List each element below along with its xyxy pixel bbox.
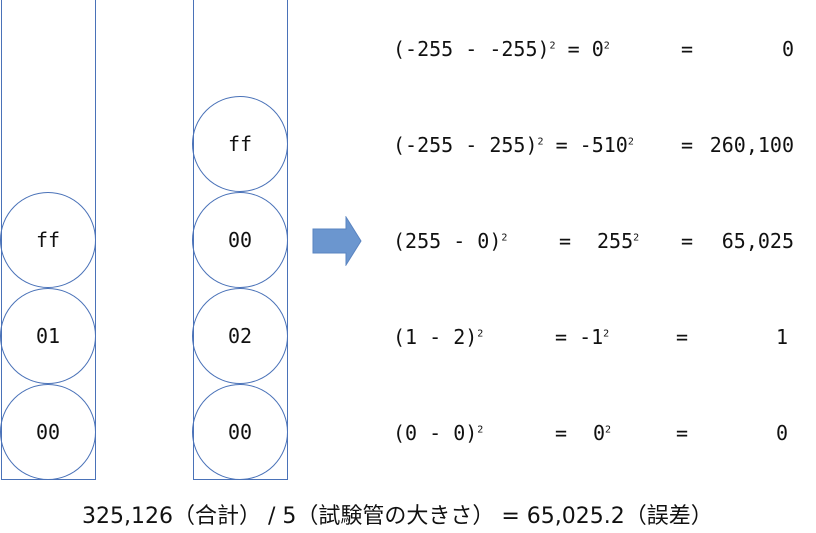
- ball-right-4: 00: [192, 384, 288, 480]
- square-exponent: 2: [549, 40, 556, 52]
- equals-sign: =: [676, 421, 689, 445]
- equation-lhs: (1 - 2): [393, 325, 478, 349]
- equals-sign: =: [681, 37, 694, 61]
- equation-lhs: (0 - 0): [393, 421, 478, 445]
- ball-right-2: 00: [192, 192, 288, 288]
- equation-lhs: (-255 - -255): [393, 37, 550, 61]
- ball-label: 02: [227, 324, 253, 348]
- equation-mid: = -12: [555, 327, 609, 347]
- square-exponent: 2: [603, 328, 610, 340]
- equals-sign: =: [681, 229, 694, 253]
- equation-mid: 02: [593, 423, 611, 443]
- square-exponent: 2: [537, 136, 544, 148]
- equation-row-1: (-255 - -255)2 = 02: [393, 39, 610, 59]
- equals-sign: =: [676, 325, 689, 349]
- equation-row-2: (-255 - 255)2 = -5102: [393, 135, 634, 155]
- equation-row-3: (255 - 0)2: [393, 231, 507, 251]
- equation-row-5: (0 - 0)2: [393, 423, 483, 443]
- equation-result: 65,025: [721, 229, 794, 253]
- equation-mid-value: 0: [593, 421, 606, 445]
- square-exponent: 2: [501, 232, 508, 244]
- equation-mid-value: 255: [597, 229, 634, 253]
- equation-row-4: (1 - 2)2: [393, 327, 483, 347]
- equation-mid-value: = -1: [555, 325, 604, 349]
- summary-caption: 325,126（合計） / 5（試験管の大きさ） = 65,025.2（誤差）: [82, 504, 713, 529]
- equation-result: 260,100: [709, 133, 794, 157]
- square-exponent: 2: [603, 40, 610, 52]
- square-exponent: 2: [605, 424, 612, 436]
- ball-right-1: ff: [192, 96, 288, 192]
- equals-sign: =: [555, 421, 568, 445]
- equation-result: 1: [775, 325, 788, 349]
- square-exponent: 2: [633, 232, 640, 244]
- equation-mid: 2552: [597, 231, 639, 251]
- ball-label: 00: [35, 420, 61, 444]
- right-arrow-icon: [312, 216, 362, 266]
- equals-sign: =: [559, 229, 572, 253]
- ball-left-3: 00: [0, 384, 96, 480]
- equation-lhs: (255 - 0): [393, 229, 502, 253]
- equation-result: 0: [781, 37, 794, 61]
- ball-label: 00: [227, 228, 253, 252]
- square-exponent: 2: [627, 136, 634, 148]
- ball-label: 00: [227, 420, 253, 444]
- equals-sign: =: [681, 133, 694, 157]
- equation-lhs: (-255 - 255): [393, 133, 538, 157]
- ball-label: ff: [35, 228, 61, 252]
- square-exponent: 2: [477, 424, 484, 436]
- ball-left-1: ff: [0, 192, 96, 288]
- ball-label: 01: [35, 324, 61, 348]
- ball-label: ff: [227, 132, 253, 156]
- ball-right-3: 02: [192, 288, 288, 384]
- equation-result: 0: [775, 421, 788, 445]
- equation-mid: = -510: [555, 133, 628, 157]
- ball-left-2: 01: [0, 288, 96, 384]
- equation-mid: = 0: [567, 37, 604, 61]
- square-exponent: 2: [477, 328, 484, 340]
